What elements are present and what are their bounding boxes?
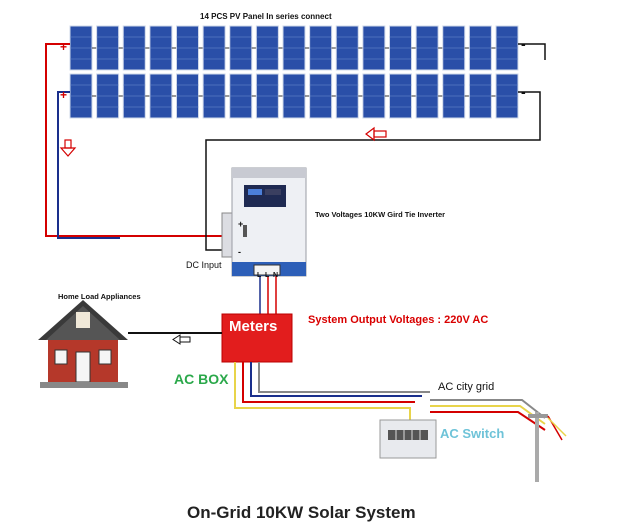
pv-panel-label: 14 PCS PV Panel In series connect: [200, 12, 332, 21]
positive-terminal-top: +: [60, 40, 68, 54]
home-house-icon: [38, 300, 128, 388]
negative-terminal-top: -: [521, 36, 526, 52]
inverter-label: Two Voltages 10KW Gird Tie Inverter: [315, 210, 446, 219]
inverter-unit: [221, 167, 307, 277]
terminal-l2: L: [265, 272, 270, 279]
home-flow-arrow: [172, 334, 191, 345]
meters-box: [221, 313, 293, 363]
ac-city-grid-label: AC city grid: [438, 381, 495, 393]
ac-output-wires: [259, 276, 277, 316]
dc-wiring: [45, 43, 546, 251]
inverter-negative-sign: -: [238, 247, 241, 257]
ac-switch-cabinet: [379, 419, 437, 459]
home-load-label: Home Load Appliances: [58, 292, 141, 301]
system-output-label: System Output Voltages : 220V AC: [308, 314, 489, 326]
ac-box-label: AC BOX: [174, 371, 229, 387]
dc-input-label: DC Input: [186, 260, 222, 270]
ac-switch-label: AC Switch: [440, 426, 505, 441]
meters-label: Meters: [229, 318, 278, 335]
pv-panel-row-top: [69, 25, 519, 71]
pv-panel-row-bottom: [69, 73, 519, 119]
negative-terminal-bottom: -: [521, 84, 526, 100]
terminal-n: N: [273, 272, 279, 279]
positive-terminal-bottom: +: [60, 88, 68, 102]
page-title: On-Grid 10KW Solar System: [187, 503, 416, 522]
current-flow-arrow-down: [59, 139, 77, 157]
grid-pole-icon: [528, 412, 567, 482]
terminal-l1: L: [257, 272, 262, 279]
inverter-positive-sign: +: [238, 219, 244, 229]
current-flow-arrow-left: [365, 126, 387, 142]
